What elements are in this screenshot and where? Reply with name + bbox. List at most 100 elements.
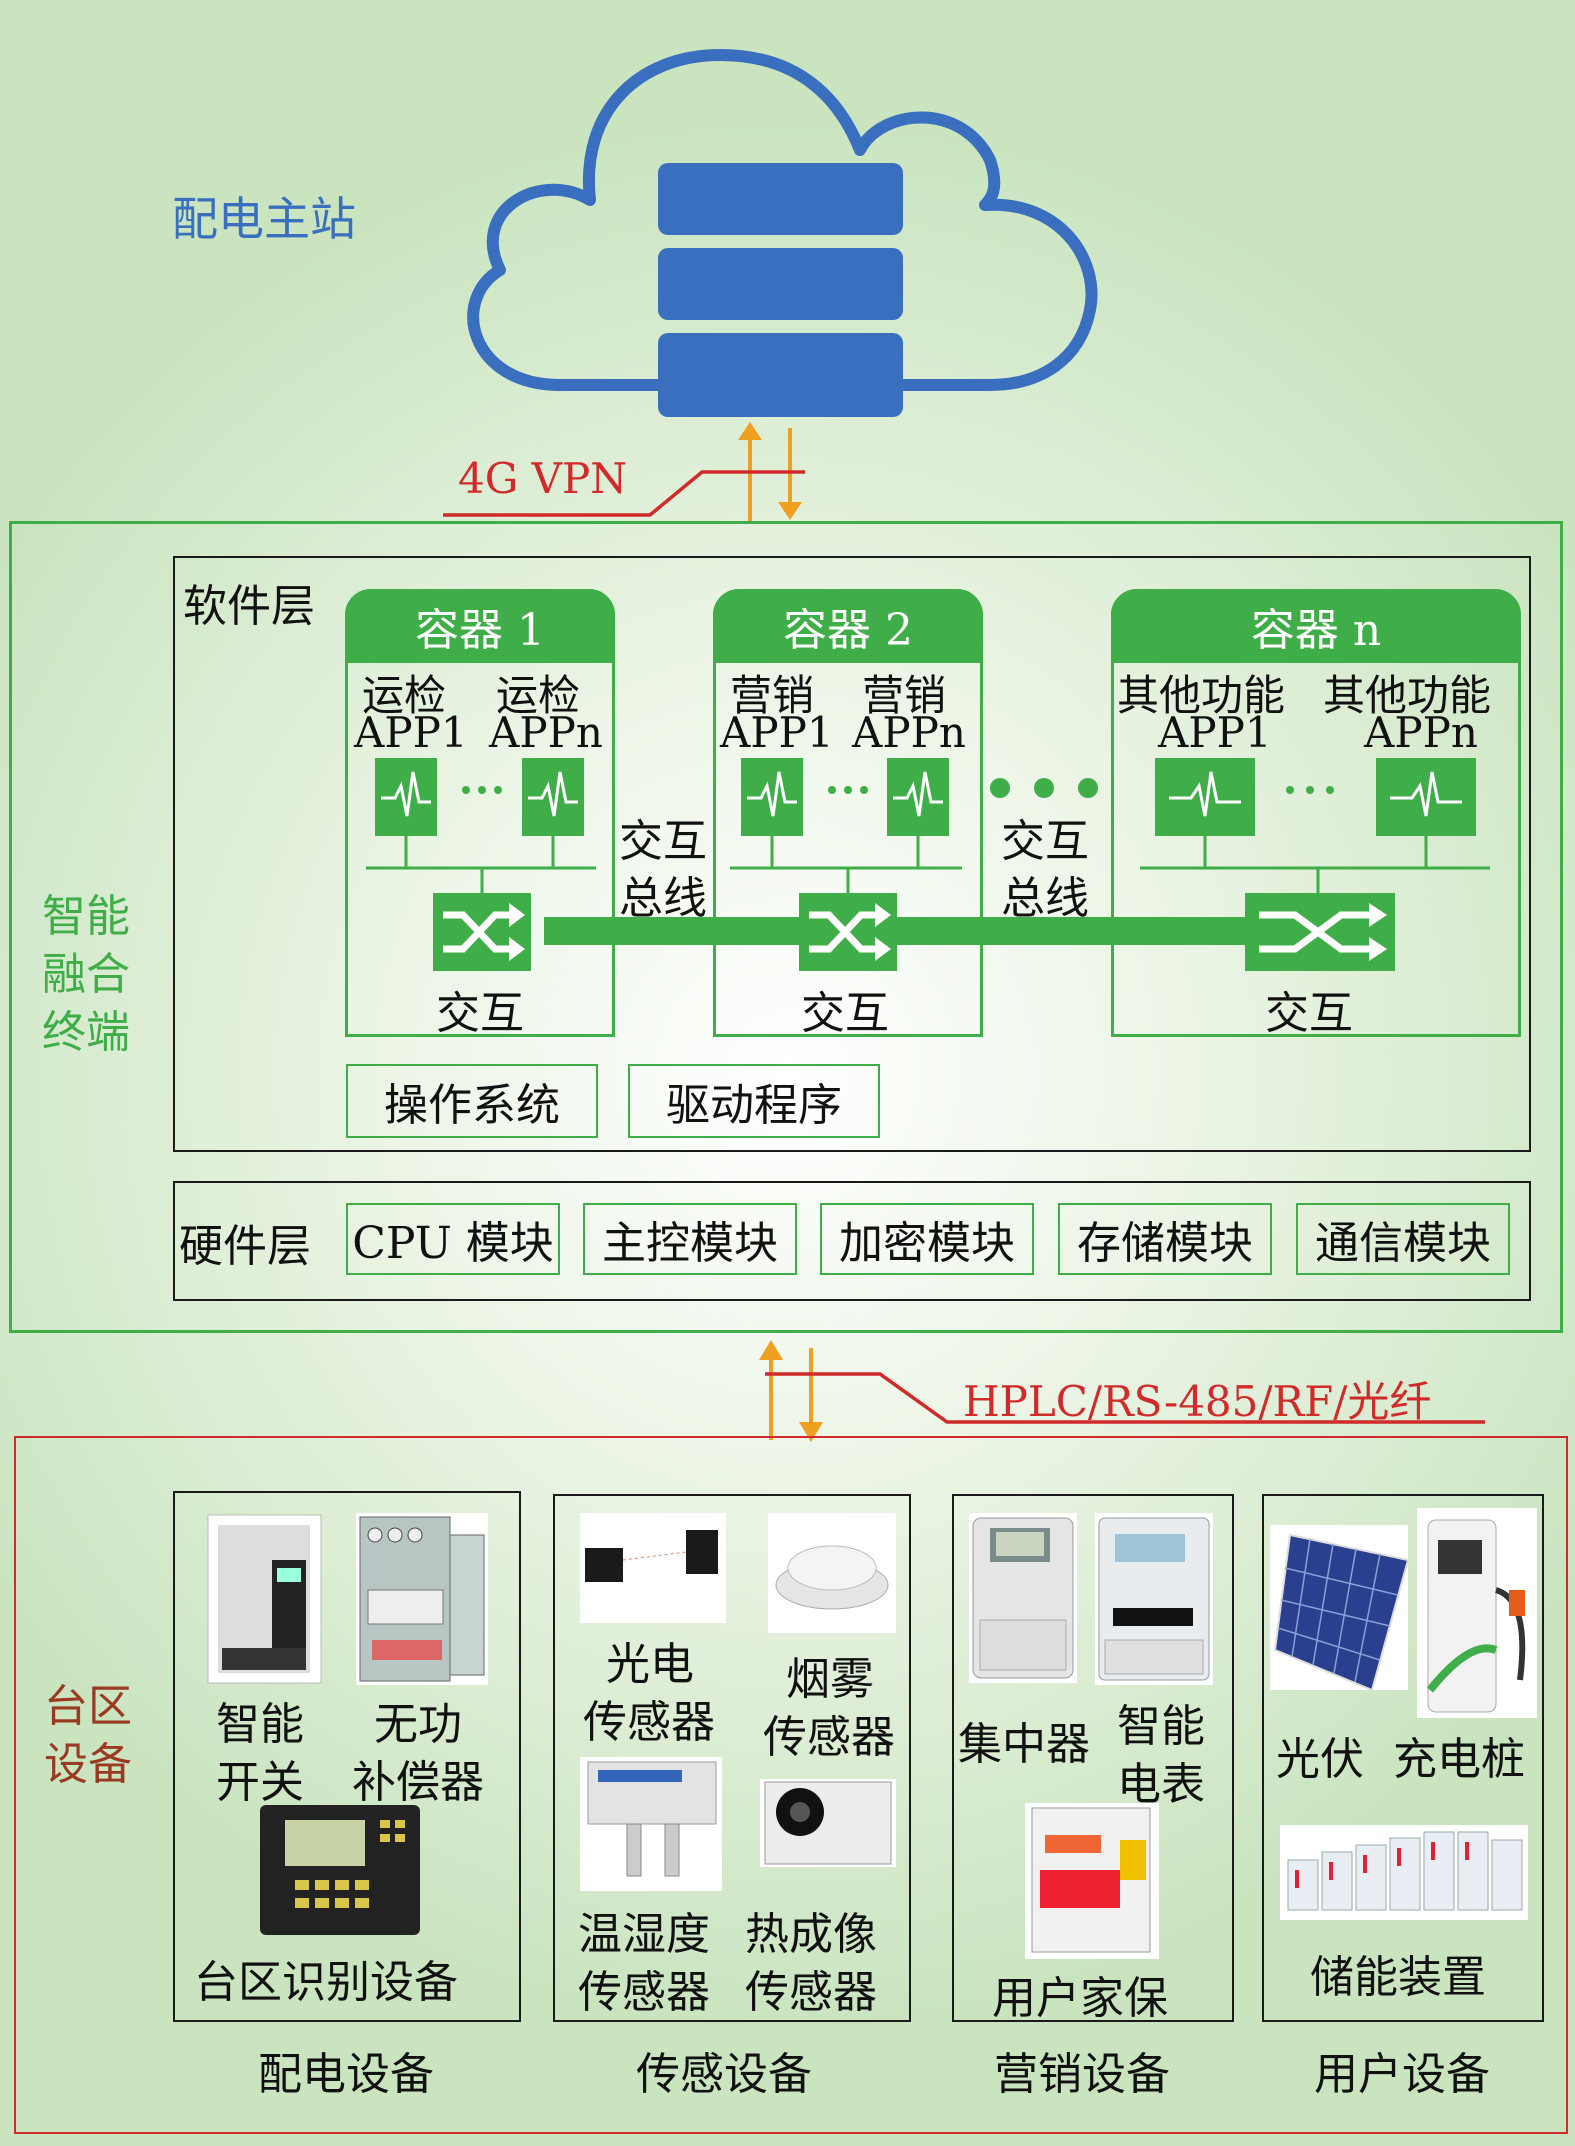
- energy-storage-image: [1280, 1825, 1528, 1920]
- area-devices-frame: [14, 1436, 1568, 2134]
- container-1: 容器 1: [345, 589, 615, 1037]
- bus-label-1-l2: 总线: [619, 873, 707, 924]
- terminal-label-1: 智能: [42, 891, 130, 942]
- photoelectric-sensor-image: [580, 1513, 726, 1623]
- cpu-module: CPU 模块: [346, 1203, 560, 1275]
- app-label-c1-a1-l1: 运检: [362, 671, 447, 720]
- terminal-label-3: 终端: [42, 1007, 130, 1058]
- driver-box: 驱动程序: [628, 1064, 880, 1138]
- group-caption-user: 用户设备: [1314, 2049, 1490, 2100]
- main-control-module: 主控模块: [583, 1203, 797, 1275]
- th-sensor-label-1: 温湿度: [578, 1909, 710, 1960]
- concentrator-label: 集中器: [958, 1719, 1090, 1770]
- bottom-link-label: HPLC/RS-485/RF/光纤: [963, 1377, 1432, 1426]
- compensator-label-2: 补偿器: [352, 1757, 484, 1808]
- app-heartbeat-icon: [741, 758, 803, 836]
- smoke-sensor-label-2: 传感器: [763, 1712, 895, 1763]
- thermal-imaging-sensor-image: [760, 1779, 896, 1867]
- top-link-label: 4G VPN: [458, 454, 627, 503]
- app-label-cn-a1-l1: 其他功能: [1117, 671, 1286, 720]
- app-label-c2-a1-l2: APP1: [720, 708, 834, 757]
- server-disk-3: [658, 333, 903, 417]
- app-label-c2-a1-l1: 营销: [730, 671, 815, 720]
- smart-meter-image: [1095, 1513, 1213, 1685]
- thermal-sensor-label-2: 传感器: [745, 1967, 877, 2018]
- software-connectors: [366, 778, 1490, 945]
- container-n: 容器 n: [1111, 589, 1521, 1037]
- concentrator-image: [969, 1513, 1077, 1683]
- master-station-label: 配电主站: [172, 192, 356, 246]
- area-id-device-label: 台区识别设备: [194, 1957, 458, 2008]
- os-box: 操作系统: [346, 1064, 598, 1138]
- software-layer-title: 软件层: [183, 581, 315, 632]
- software-layer: [173, 556, 1531, 1152]
- container-n-title-text: 容器 n: [1250, 605, 1382, 656]
- server-disk-2: [658, 248, 903, 320]
- marketing-devices-box: [952, 1494, 1234, 2022]
- smoke-sensor-label-1: 烟雾: [786, 1654, 874, 1705]
- app-heartbeat-icon: [1155, 758, 1255, 836]
- encryption-module: 加密模块: [820, 1203, 1034, 1275]
- reactive-compensator-image: [356, 1513, 488, 1685]
- user-home-protection-image: [1025, 1803, 1159, 1959]
- bottom-link-arrows: [759, 1340, 1485, 1442]
- app-label-cn-a2-l1: 其他功能: [1323, 671, 1492, 720]
- solar-label: 光伏: [1276, 1734, 1364, 1785]
- home-protection-label: 用户家保: [992, 1973, 1168, 2024]
- smart-switch-label-1: 智能: [216, 1699, 304, 1750]
- smoke-sensor-image: [768, 1513, 896, 1633]
- storage-module: 存储模块: [1058, 1203, 1272, 1275]
- hardware-layer-title: 硬件层: [179, 1221, 311, 1272]
- app-heartbeat-icon: [522, 758, 584, 836]
- bus-label-2-l2: 总线: [1001, 873, 1089, 924]
- app-heartbeat-icon: [1376, 758, 1476, 836]
- energy-storage-label: 储能装置: [1310, 1952, 1486, 2003]
- distribution-devices-box: [173, 1491, 521, 2022]
- smart-meter-label-2: 电表: [1117, 1759, 1205, 1810]
- communication-module: 通信模块: [1296, 1203, 1510, 1275]
- area-identification-device-image: [260, 1805, 420, 1935]
- app-heartbeat-icon: [375, 758, 437, 836]
- charging-pile-image: [1417, 1508, 1537, 1718]
- app-label-c2-a2-l1: 营销: [862, 671, 947, 720]
- solar-panel-image: [1270, 1525, 1410, 1692]
- switch-label-2: 交互: [801, 988, 889, 1039]
- container-1-title: 容器 1: [345, 589, 615, 663]
- group-caption-distribution: 配电设备: [258, 2049, 434, 2100]
- sensing-devices-box: [553, 1494, 911, 2022]
- smart-terminal-frame: [9, 521, 1563, 1333]
- photo-sensor-label-2: 传感器: [583, 1697, 715, 1748]
- group-caption-sensing: 传感设备: [636, 2049, 812, 2100]
- photo-sensor-label-1: 光电: [606, 1639, 694, 1690]
- app-label-cn-a1-l2: APP1: [1158, 708, 1272, 757]
- app-label-c2-a2-l2: APPn: [852, 708, 966, 757]
- terminal-label-2: 融合: [42, 949, 130, 1000]
- switch-shuffle-icon: [433, 893, 531, 971]
- app-label-c1-a2-l1: 运检: [496, 671, 581, 720]
- top-link-arrows: [443, 422, 805, 522]
- area-devices-label-1: 台区: [44, 1681, 132, 1732]
- group-caption-marketing: 营销设备: [994, 2049, 1170, 2100]
- user-devices-box: [1262, 1494, 1544, 2022]
- smart-meter-label-1: 智能: [1117, 1701, 1205, 1752]
- switch-shuffle-icon: [799, 893, 897, 971]
- app-label-c1-a2-l2: APPn: [489, 708, 603, 757]
- temperature-humidity-sensor-image: [580, 1757, 722, 1891]
- th-sensor-label-2: 传感器: [578, 1967, 710, 2018]
- bus-label-1-l1: 交互: [619, 816, 707, 867]
- switch-shuffle-icon: [1245, 893, 1395, 971]
- container-2: 容器 2: [713, 589, 983, 1037]
- smart-switch-label-2: 开关: [216, 1757, 304, 1808]
- charging-pile-label: 充电桩: [1393, 1734, 1525, 1785]
- cloud-icon: [467, 49, 1098, 417]
- switch-label-1: 交互: [436, 988, 524, 1039]
- thermal-sensor-label-1: 热成像: [745, 1909, 877, 1960]
- hardware-layer: [173, 1181, 1531, 1301]
- server-disk-1: [658, 163, 903, 235]
- area-devices-label-2: 设备: [44, 1739, 132, 1790]
- app-heartbeat-icon: [887, 758, 949, 836]
- switch-label-n: 交互: [1265, 988, 1353, 1039]
- container-2-title: 容器 2: [713, 589, 983, 663]
- container-n-title: 容器 n: [1111, 589, 1521, 663]
